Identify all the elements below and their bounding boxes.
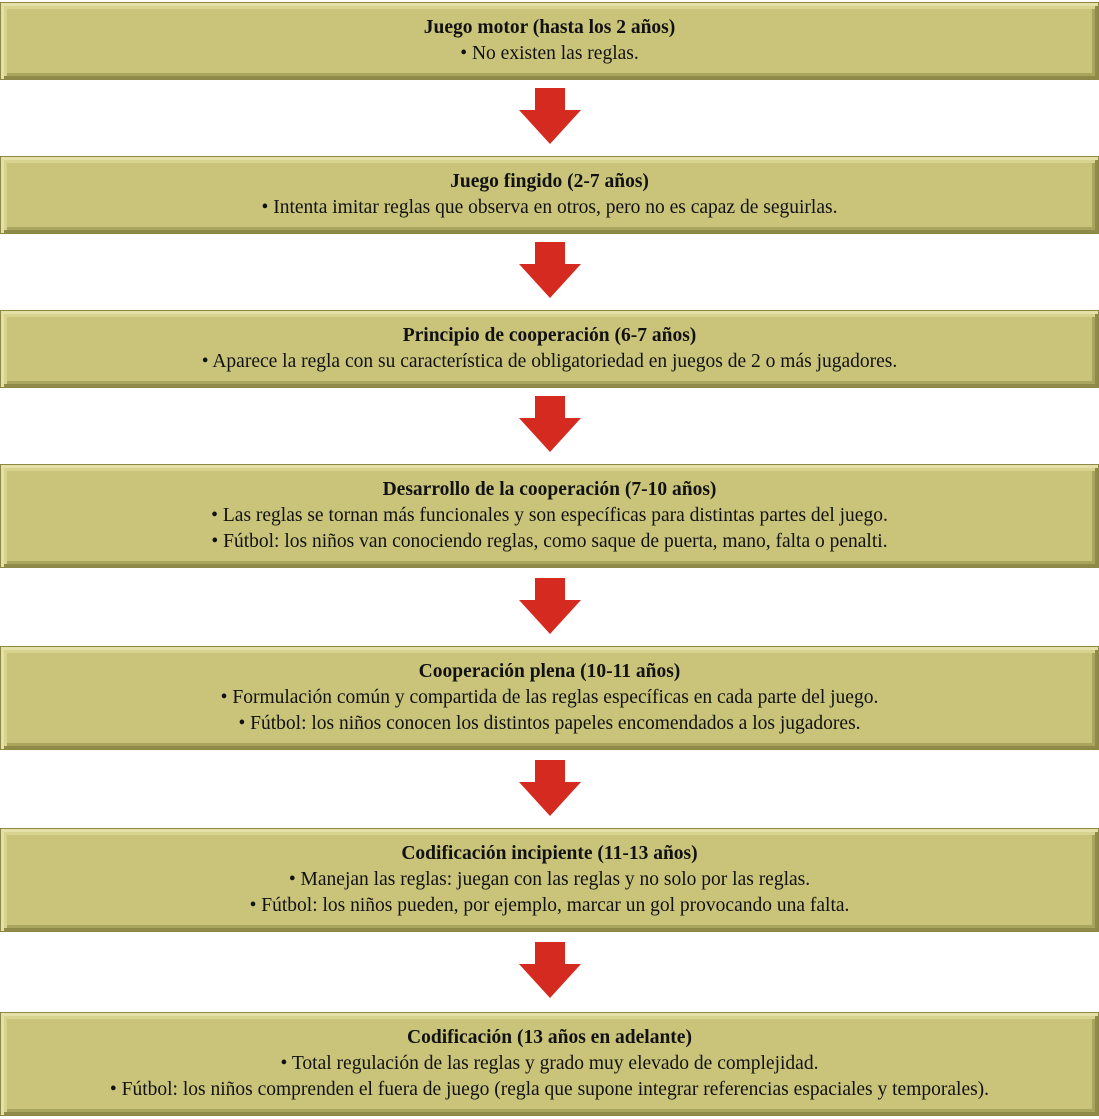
stage-box-7: Codificación (13 años en adelante) • Tot… — [0, 1012, 1099, 1116]
stage-title: Codificación (13 años en adelante) — [407, 1027, 692, 1048]
stage-box-1: Juego motor (hasta los 2 años) • No exis… — [0, 2, 1099, 80]
stage-title: Desarrollo de la cooperación (7-10 años) — [382, 479, 717, 500]
stage-bullet: • Formulación común y compartida de las … — [220, 687, 879, 708]
stage-bullet: • Fútbol: los niños comprenden el fuera … — [109, 1079, 990, 1100]
stage-bullet: • Manejan las reglas: juegan con las reg… — [288, 869, 811, 890]
down-arrow-icon — [519, 396, 581, 452]
down-arrow-icon — [519, 578, 581, 634]
stage-box-5: Cooperación plena (10-11 años) • Formula… — [0, 646, 1099, 750]
stage-bullet: • Total regulación de las reglas y grado… — [280, 1053, 819, 1074]
stage-title: Juego fingido (2-7 años) — [450, 171, 649, 192]
down-arrow-icon — [519, 942, 581, 998]
stage-bullet: • No existen las reglas. — [460, 43, 639, 64]
stage-title: Juego motor (hasta los 2 años) — [423, 17, 676, 38]
stage-bullet: • Intenta imitar reglas que observa en o… — [261, 197, 838, 218]
stage-bullet: • Aparece la regla con su característica… — [201, 351, 898, 372]
stage-box-2: Juego fingido (2-7 años) • Intenta imita… — [0, 156, 1099, 234]
stage-box-6: Codificación incipiente (11-13 años) • M… — [0, 828, 1099, 932]
stage-bullet: • Fútbol: los niños conocen los distinto… — [238, 713, 861, 734]
stage-bullet: • Fútbol: los niños pueden, por ejemplo,… — [249, 895, 850, 916]
down-arrow-icon — [519, 760, 581, 816]
stage-title: Cooperación plena (10-11 años) — [418, 661, 681, 682]
stage-title: Principio de cooperación (6-7 años) — [402, 325, 697, 346]
stage-bullet: • Fútbol: los niños van conociendo regla… — [211, 531, 888, 552]
stage-box-4: Desarrollo de la cooperación (7-10 años)… — [0, 464, 1099, 568]
stage-box-3: Principio de cooperación (6-7 años) • Ap… — [0, 310, 1099, 388]
stage-bullet: • Las reglas se tornan más funcionales y… — [211, 505, 888, 526]
down-arrow-icon — [519, 88, 581, 144]
stage-title: Codificación incipiente (11-13 años) — [401, 843, 698, 864]
down-arrow-icon — [519, 242, 581, 298]
